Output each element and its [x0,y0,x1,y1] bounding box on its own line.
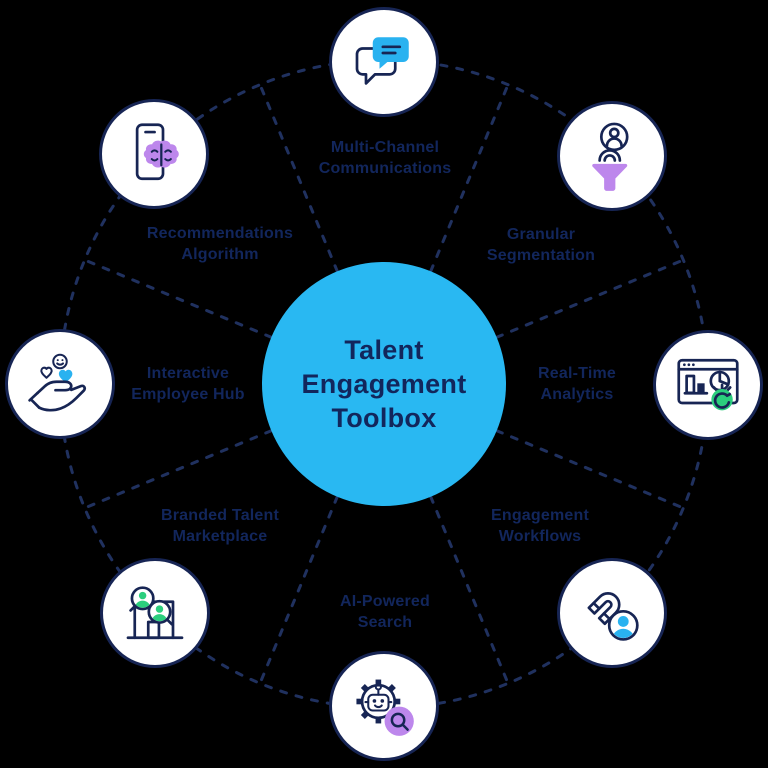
node-real-time-analytics [653,330,763,440]
label-line: Communications [318,160,452,177]
label-line: Interactive [146,365,230,382]
storefront-people-search-icon [126,586,184,640]
label-line: Workflows [498,528,582,545]
label-interactive-employee-hub: Interactive Employee Hub [131,363,245,405]
magnet-person-icon [587,592,639,641]
label-line: Engagement [490,507,590,524]
label-line: Multi-Channel [330,139,440,156]
node-recommendations-algorithm [99,99,209,209]
hand-hearts-icon [28,353,86,412]
label-multi-channel-communications: Multi-Channel Communications [319,137,452,179]
label-ai-powered-search: AI-Powered Search [340,591,430,633]
label-line: Search [357,614,413,631]
node-engagement-workflows [557,558,667,668]
label-granular-segmentation: Granular Segmentation [487,224,595,266]
node-granular-segmentation [557,101,667,211]
label-line: Granular [506,226,576,243]
label-line: Analytics [540,386,614,403]
label-line: Real-Time [538,365,616,382]
label-line: AI-Powered [339,593,431,610]
node-multi-channel-communications [329,7,439,117]
node-interactive-employee-hub [5,329,115,439]
hub-circle: Talent Engagement Toolbox [262,262,506,506]
node-branded-talent-marketplace [100,558,210,668]
hub-title-line: Talent [344,335,424,365]
label-real-time-analytics: Real-Time Analytics [538,363,616,405]
node-ai-powered-search [329,651,439,761]
phone-brain-icon [135,123,179,181]
label-recommendations-algorithm: Recommendations Algorithm [147,223,293,265]
hub-title-line: Engagement [301,369,467,399]
label-engagement-workflows: Engagement Workflows [491,505,589,547]
label-branded-talent-marketplace: Branded Talent Marketplace [161,505,279,547]
label-line: Algorithm [181,246,259,263]
hub-title-line: Toolbox [331,403,437,433]
label-line: Branded Talent [160,507,280,524]
robot-gear-search-icon [356,679,414,736]
label-line: Marketplace [172,528,268,545]
person-funnel-icon [592,122,629,191]
label-line: Recommendations [146,225,294,242]
dashboard-stopwatch-icon [677,358,739,411]
chat-bubbles-icon [355,37,409,85]
label-line: Employee Hub [131,386,245,403]
label-line: Segmentation [486,247,596,264]
